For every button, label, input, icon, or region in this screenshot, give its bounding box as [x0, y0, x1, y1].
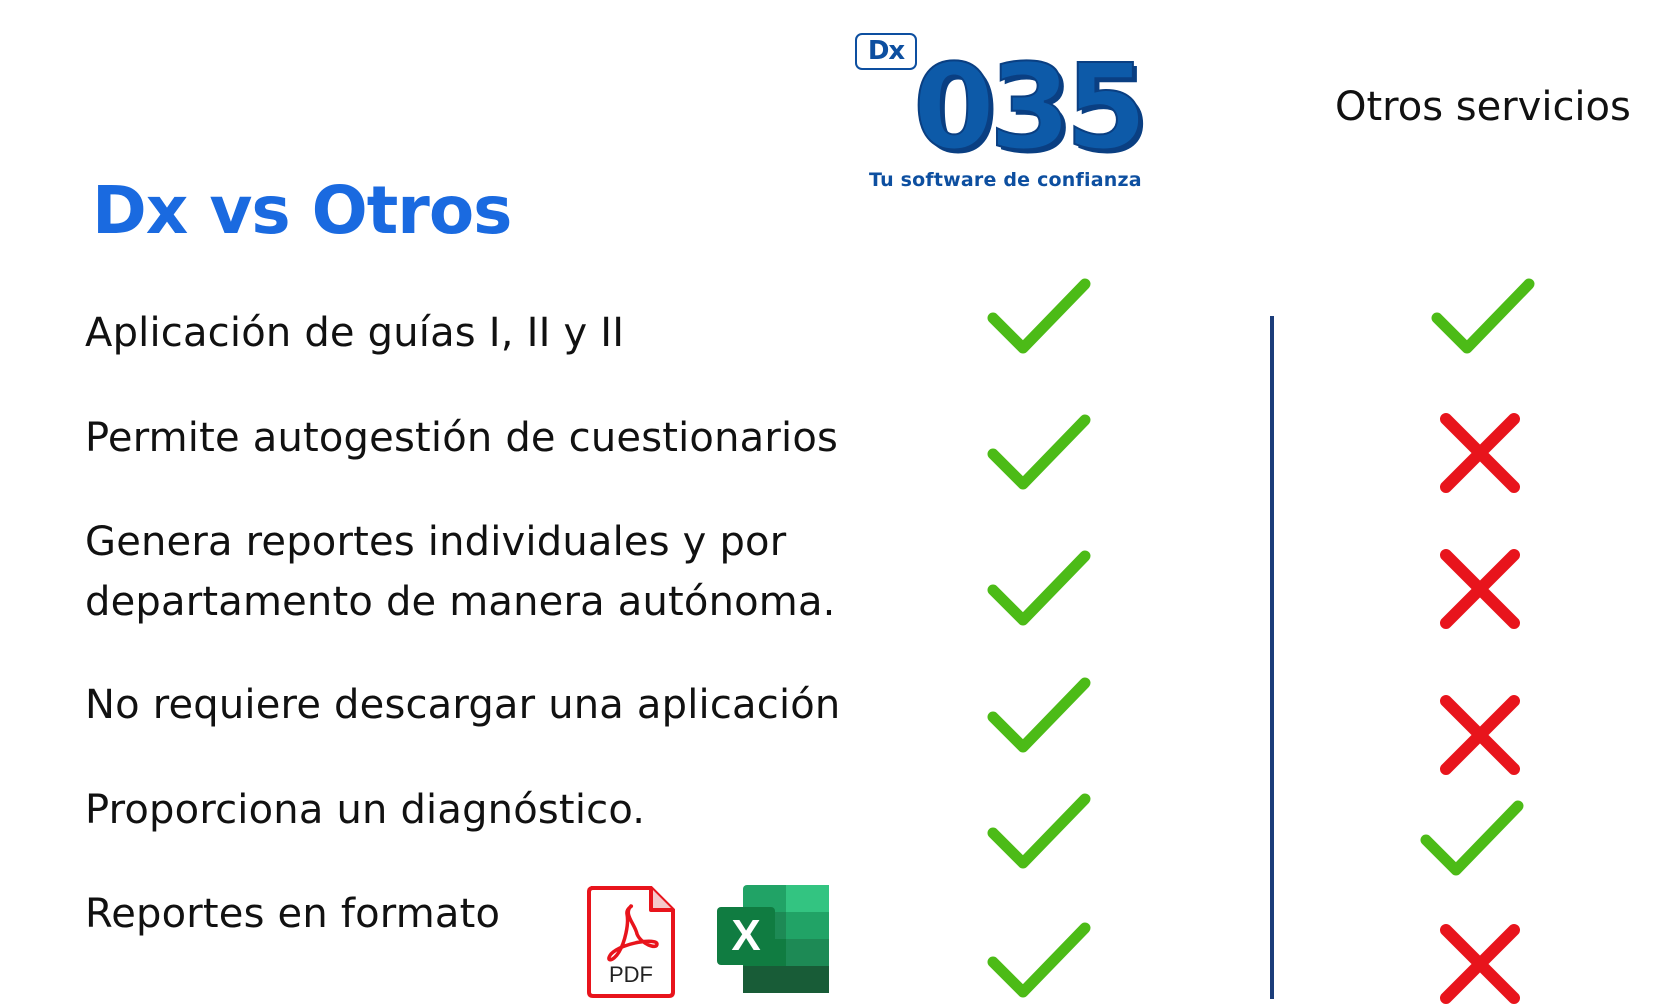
pdf-file-icon: PDF [583, 884, 679, 1000]
excel-file-icon: X [717, 885, 831, 993]
otros-mark-1-check-icon [1429, 278, 1539, 360]
dx-mark-4-check-icon [985, 677, 1095, 759]
otros-mark-6-cross-icon [1438, 922, 1522, 1004]
dx-mark-3-check-icon [985, 550, 1095, 632]
otros-servicios-heading: Otros servicios [1335, 84, 1631, 130]
feature-text-line-1: Genera reportes individuales y por [85, 519, 787, 565]
feature-text-line-2: departamento de manera autónoma. [85, 579, 836, 625]
otros-mark-2-cross-icon [1438, 411, 1522, 495]
pdf-label: PDF [609, 962, 653, 987]
feature-label-2: Permite autogestión de cuestionarios [85, 408, 838, 468]
dx-mark-2-check-icon [985, 414, 1095, 496]
logo-number: 035 [912, 38, 1148, 176]
feature-text: Permite autogestión de cuestionarios [85, 415, 839, 461]
feature-label-3: Genera reportes individuales y por depar… [85, 512, 836, 632]
dx-mark-1-check-icon [985, 278, 1095, 360]
page-title: Dx vs Otros [92, 172, 512, 249]
feature-label-5: Proporciona un diagnóstico. [85, 780, 645, 840]
excel-label: X [731, 911, 760, 960]
column-divider [1270, 316, 1274, 999]
feature-text: Aplicación de guías I, II y II [85, 310, 625, 356]
dx035-logo: Dx 035 Tu software de confianza [855, 30, 1175, 200]
otros-mark-3-cross-icon [1438, 547, 1522, 631]
dx-mark-6-check-icon [985, 922, 1095, 1004]
feature-label-6: Reportes en formato [85, 884, 500, 944]
feature-text: Proporciona un diagnóstico. [85, 787, 646, 833]
dx-mark-5-check-icon [985, 793, 1095, 875]
feature-text: No requiere descargar una aplicación [85, 682, 841, 728]
feature-label-4: No requiere descargar una aplicación [85, 675, 840, 735]
logo-tagline: Tu software de confianza [869, 169, 1142, 191]
otros-mark-5-check-icon [1418, 800, 1528, 882]
feature-text: Reportes en formato [85, 891, 501, 937]
feature-label-1: Aplicación de guías I, II y II [85, 303, 624, 363]
logo-badge: Dx [855, 33, 917, 70]
otros-mark-4-cross-icon [1438, 693, 1522, 777]
